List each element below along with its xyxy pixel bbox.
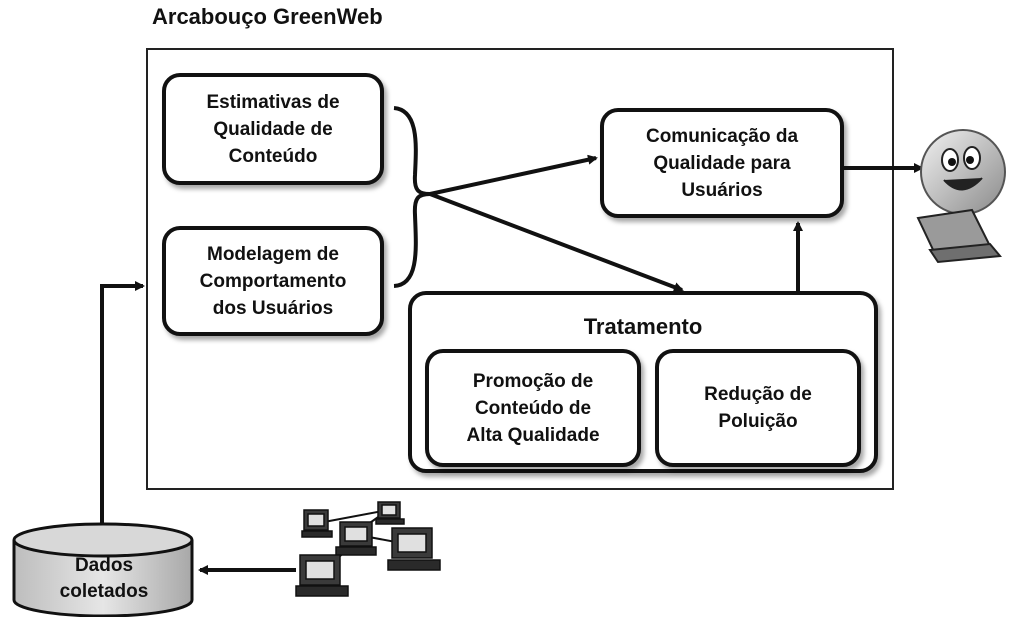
- computer-5: [295, 554, 349, 597]
- box-promocao: Promoção de Conteúdo de Alta Qualidade: [425, 349, 641, 467]
- database-label: Dados coletados: [59, 555, 149, 602]
- box-reducao: Redução de Poluição: [655, 349, 861, 467]
- computer-1: [301, 509, 333, 538]
- tratamento-label: Tratamento: [583, 314, 703, 339]
- box-comunicacao: Comunicação da Qualidade para Usuários: [600, 108, 844, 218]
- computer-4: [387, 527, 441, 571]
- arrow-database-to-framework: [100, 281, 145, 526]
- diagram-title: Arcabouço GreenWeb: [152, 4, 383, 29]
- computer-2: [375, 501, 405, 525]
- box-modelagem: Modelagem de Comportamento dos Usuários: [162, 226, 384, 336]
- networked-computers-icon: [295, 501, 441, 597]
- box-estimativas: Estimativas de Qualidade de Conteúdo: [162, 73, 384, 185]
- computer-3: [335, 521, 377, 556]
- smiley-laptop-user-icon: [916, 129, 1006, 264]
